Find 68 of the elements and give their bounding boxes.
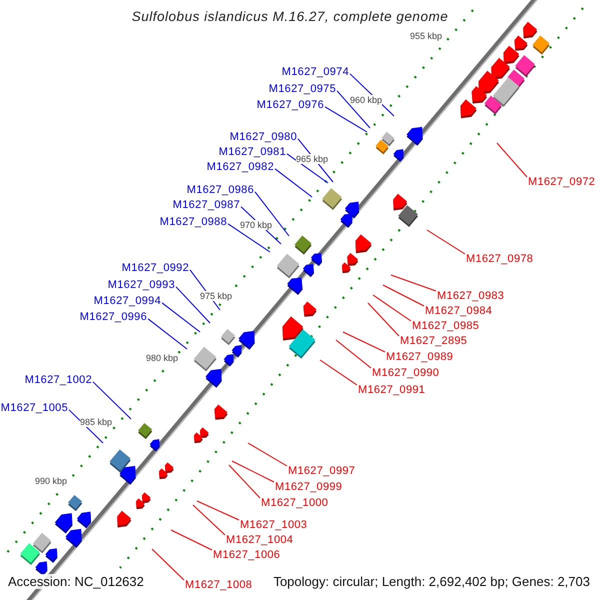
leader-line <box>148 318 188 350</box>
leader-line <box>426 230 466 254</box>
gene-label: M1627_0989 <box>386 351 454 364</box>
gene-label: M1627_0994 <box>94 295 161 308</box>
gene-label: M1627_1005 <box>0 402 68 415</box>
position-marker-label: 985 kbp <box>80 417 112 427</box>
leader-line <box>170 530 212 550</box>
gene-label: M1627_0984 <box>425 305 492 318</box>
gene-label: M1627_1008 <box>185 579 252 592</box>
gene-label: M1627_1002 <box>24 374 92 387</box>
leader-line <box>372 294 412 322</box>
gene-label: M1627_1006 <box>213 549 280 562</box>
leader-line <box>196 500 240 520</box>
leader-line <box>162 302 200 332</box>
gene-label: M1627_0976 <box>256 99 324 112</box>
leader-line <box>152 548 184 580</box>
position-marker-label: 970 kbp <box>240 220 272 230</box>
leader-line <box>274 168 312 198</box>
gene-label: M1627_0972 <box>528 176 596 189</box>
accession-text: Accession: NC_012632 <box>6 574 146 589</box>
gene-label: M1627_1004 <box>226 534 294 547</box>
gene-label: M1627_0999 <box>275 481 342 494</box>
gene-label: M1627_0996 <box>80 311 147 324</box>
gene-label: M1627_0992 <box>122 262 189 275</box>
leader-line <box>92 381 132 420</box>
leader-line <box>382 284 424 306</box>
map-title: Sulfolobus islandicus M.16.27, complete genome <box>130 9 450 24</box>
leader-line <box>176 286 210 324</box>
position-marker-label: 990 kbp <box>35 476 68 486</box>
leader-line <box>286 153 328 184</box>
gene-label: M1627_0987 <box>172 199 240 212</box>
leader-line <box>336 340 372 368</box>
gene-label: M1627_0997 <box>288 465 356 478</box>
leader-line <box>192 504 226 536</box>
leader-line <box>228 223 270 252</box>
gene-label: M1627_0981 <box>218 146 286 159</box>
leader-line <box>248 442 288 466</box>
leader-line <box>496 142 528 178</box>
leader-line <box>390 274 436 292</box>
gene-label: M1627_0985 <box>412 320 480 333</box>
leader-line <box>342 332 386 352</box>
gene-label: M1627_1000 <box>261 497 328 510</box>
gene-label: M1627_2895 <box>400 335 468 348</box>
gene-label: M1627_0993 <box>108 279 175 292</box>
genome-summary-text: Topology: circular; Length: 2,692,402 bp; Genes: 2,703 <box>271 574 592 589</box>
gene-label: M1627_0986 <box>186 184 254 197</box>
gene-label: M1627_0983 <box>437 290 504 303</box>
leader-line <box>228 464 260 498</box>
leader-line <box>336 90 370 128</box>
leader-line <box>254 191 290 236</box>
position-marker-label: 955 kbp <box>410 31 442 41</box>
leader-line <box>368 302 400 336</box>
gene-label: M1627_0974 <box>282 66 349 79</box>
gene-label: M1627_1003 <box>240 519 308 532</box>
leader-line <box>232 460 274 482</box>
leader-line <box>320 360 358 386</box>
gene-label: M1627_0990 <box>372 367 440 380</box>
position-marker-label: 975 kbp <box>200 291 232 301</box>
gene-label: M1627_0988 <box>160 216 227 229</box>
gene-label: M1627_0980 <box>230 131 297 144</box>
leader-line <box>324 106 368 132</box>
gene-label: M1627_0978 <box>466 253 534 266</box>
gene-label: M1627_0991 <box>358 384 426 397</box>
gene-label: M1627_0975 <box>268 83 336 96</box>
position-marker-label: 980 kbp <box>146 353 178 363</box>
gene-label: M1627_0982 <box>206 161 274 174</box>
position-marker-label: 965 kbp <box>296 154 328 164</box>
position-marker-label: 960 kbp <box>350 95 382 105</box>
